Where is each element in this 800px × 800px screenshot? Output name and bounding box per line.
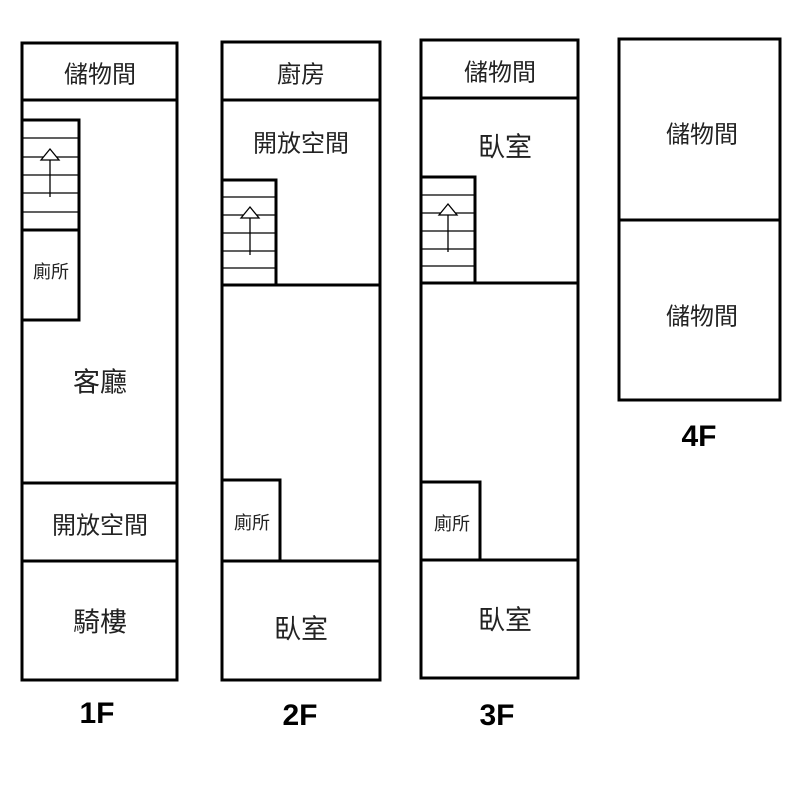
room-label: 臥室 — [274, 614, 328, 646]
toilet-label: 廁所 — [33, 262, 69, 283]
plan-4f — [617, 37, 782, 402]
plan-2f — [220, 40, 382, 682]
room-label: 騎樓 — [73, 607, 127, 639]
room-label: 臥室 — [478, 605, 532, 637]
room-label: 儲物間 — [464, 58, 536, 87]
room-label: 儲物間 — [666, 120, 738, 149]
stairs-3f — [421, 194, 475, 267]
room-label: 臥室 — [478, 132, 532, 164]
floor-label-1f: 1F — [79, 697, 115, 730]
stairs-1f — [22, 137, 79, 213]
room-label: 儲物間 — [666, 302, 738, 331]
stairs-2f — [222, 196, 276, 269]
floor-label-2f: 2F — [282, 699, 318, 732]
room-label: 儲物間 — [64, 60, 136, 89]
room-label: 廚房 — [277, 60, 325, 89]
plan-1f — [20, 41, 179, 682]
plan-3f — [419, 38, 580, 680]
room-label: 開放空間 — [52, 511, 148, 540]
toilet-label: 廁所 — [234, 513, 270, 534]
toilet-label: 廁所 — [434, 514, 470, 535]
floor-label-3f: 3F — [479, 699, 515, 732]
room-label: 開放空間 — [253, 129, 349, 158]
room-label: 客廳 — [73, 367, 127, 399]
floor-label-4f: 4F — [681, 420, 717, 453]
